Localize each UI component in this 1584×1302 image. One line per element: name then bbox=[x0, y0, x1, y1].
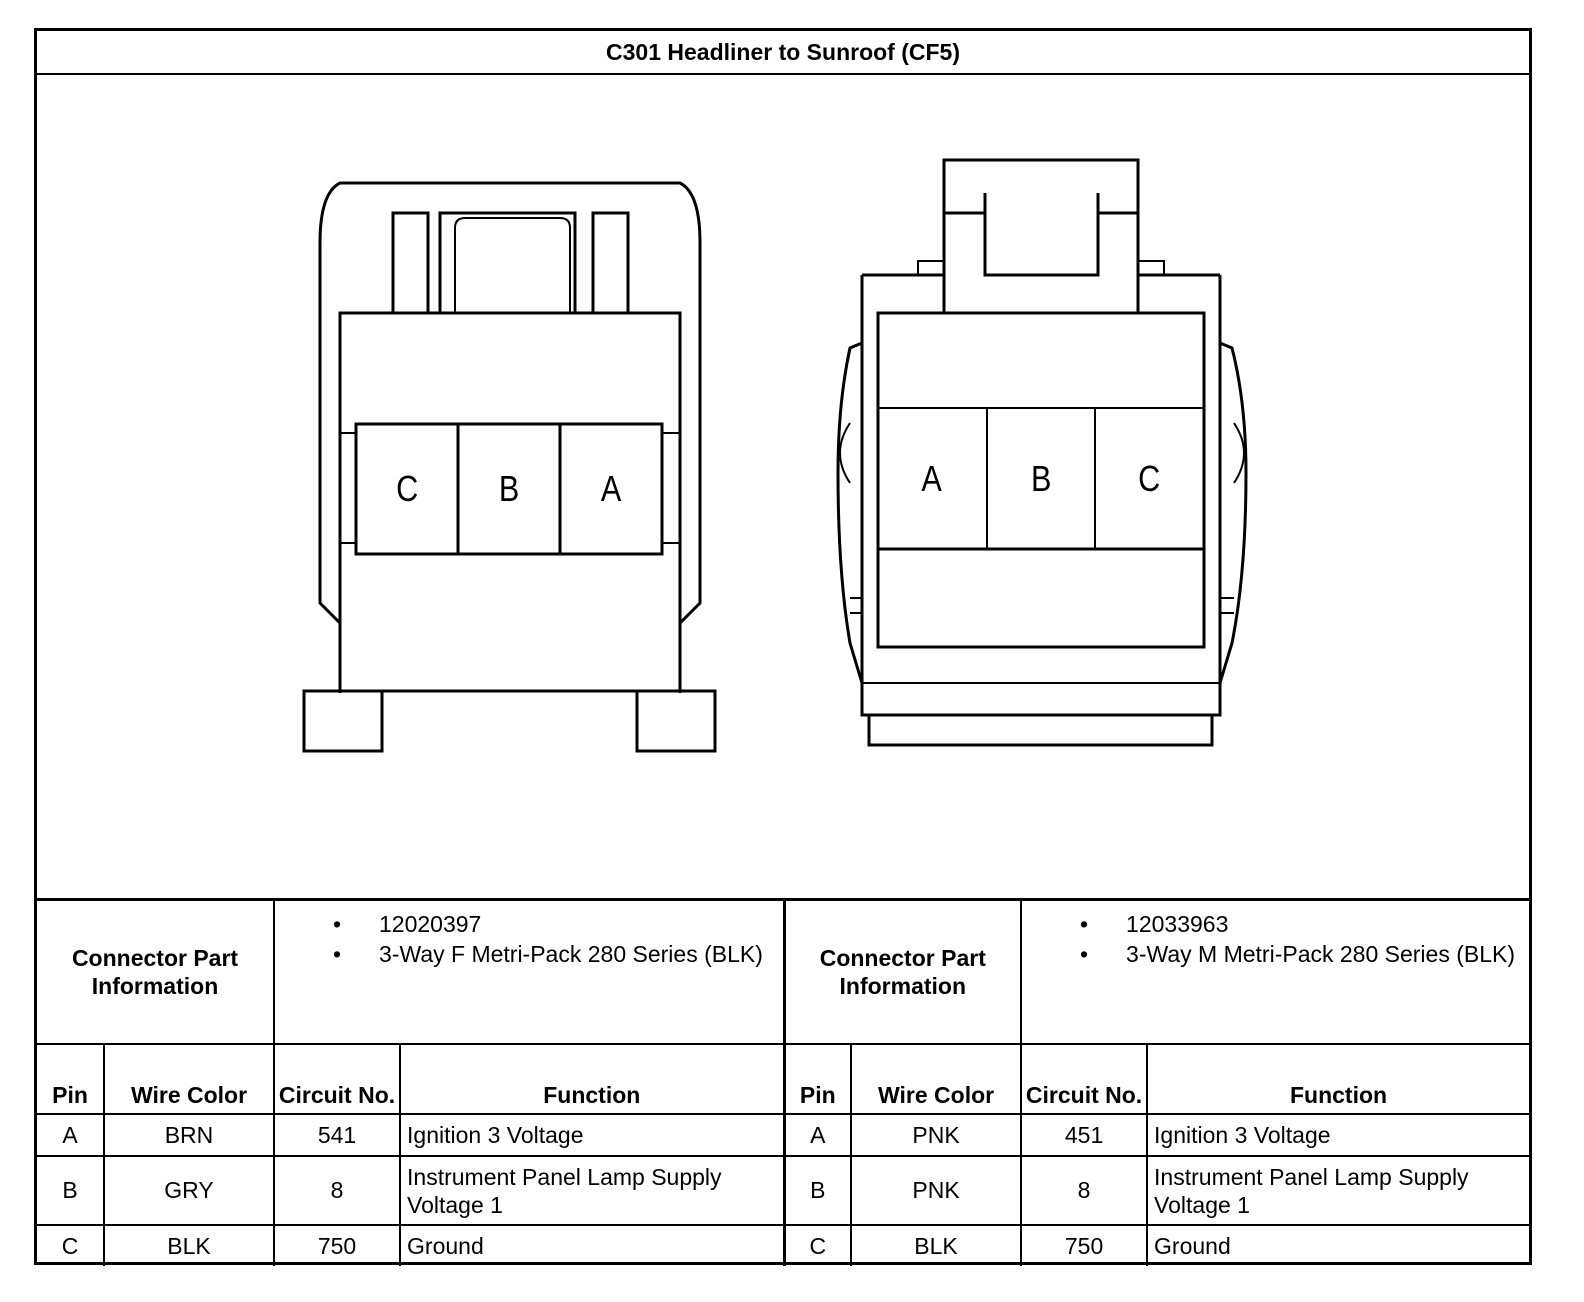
pinout-table: Connector Part Information 12020397 3-Wa… bbox=[37, 901, 1529, 1266]
pin-cell: C bbox=[783, 1224, 853, 1266]
function-header: Function bbox=[1146, 1043, 1529, 1115]
male-cavity-label: B bbox=[1031, 460, 1051, 500]
wire-color-cell: PNK bbox=[850, 1113, 1023, 1157]
function-cell: Instrument Panel Lamp Supply Voltage 1 bbox=[1146, 1155, 1529, 1226]
circuit-cell: 750 bbox=[273, 1224, 402, 1266]
cpi-item: 3-Way M Metri-Pack 280 Series (BLK) bbox=[1080, 939, 1529, 969]
pin-cell: C bbox=[37, 1224, 105, 1266]
function-cell: Ground bbox=[1146, 1224, 1529, 1266]
cpi-item: 12020397 bbox=[333, 909, 783, 939]
connector-sheet: C301 Headliner to Sunroof (CF5) bbox=[34, 28, 1532, 1266]
circuit-header: Circuit No. bbox=[1020, 1043, 1149, 1115]
function-cell: Ignition 3 Voltage bbox=[399, 1113, 786, 1157]
male-connector-drawing bbox=[836, 158, 1248, 747]
connector-drawings-svg: C B A bbox=[302, 158, 1248, 753]
female-cavity-labels: C B A bbox=[396, 470, 622, 510]
pin-header: Pin bbox=[783, 1043, 853, 1115]
wire-color-cell: PNK bbox=[850, 1155, 1023, 1226]
male-cavity-label: A bbox=[921, 460, 942, 500]
circuit-header: Circuit No. bbox=[273, 1043, 402, 1115]
cpi-item: 3-Way F Metri-Pack 280 Series (BLK) bbox=[333, 939, 783, 969]
pin-cell: A bbox=[783, 1113, 853, 1157]
connector-diagram: C B A bbox=[37, 75, 1529, 898]
male-cavity-labels: A B C bbox=[921, 460, 1160, 500]
cpi-details-left: 12020397 3-Way F Metri-Pack 280 Series (… bbox=[273, 901, 786, 1045]
cpi-label-left: Connector Part Information bbox=[37, 901, 276, 1045]
circuit-cell: 750 bbox=[1020, 1224, 1149, 1266]
table-row: C BLK 750 Ground C BLK 750 Ground bbox=[37, 1224, 1529, 1266]
table-row: B GRY 8 Instrument Panel Lamp Supply Vol… bbox=[37, 1155, 1529, 1226]
page-title: C301 Headliner to Sunroof (CF5) bbox=[37, 31, 1529, 75]
female-cavity-label: C bbox=[396, 470, 418, 510]
wire-color-cell: GRY bbox=[102, 1155, 276, 1226]
circuit-cell: 451 bbox=[1020, 1113, 1149, 1157]
female-connector-drawing bbox=[302, 181, 717, 753]
function-cell: Ignition 3 Voltage bbox=[1146, 1113, 1529, 1157]
table-header-row: Pin Wire Color Circuit No. Function Pin … bbox=[37, 1043, 1529, 1115]
circuit-cell: 8 bbox=[273, 1155, 402, 1226]
wire-color-cell: BLK bbox=[850, 1224, 1023, 1266]
male-cavity-label: C bbox=[1138, 460, 1160, 500]
pin-header: Pin bbox=[37, 1043, 105, 1115]
cpi-item: 12033963 bbox=[1080, 909, 1529, 939]
function-cell: Instrument Panel Lamp Supply Voltage 1 bbox=[399, 1155, 786, 1226]
function-header: Function bbox=[399, 1043, 786, 1115]
wire-color-header: Wire Color bbox=[850, 1043, 1023, 1115]
pin-cell: B bbox=[37, 1155, 105, 1226]
cpi-details-right: 12033963 3-Way M Metri-Pack 280 Series (… bbox=[1020, 901, 1529, 1045]
table-row: A BRN 541 Ignition 3 Voltage A PNK 451 I… bbox=[37, 1113, 1529, 1157]
wire-color-cell: BRN bbox=[102, 1113, 276, 1157]
wire-color-header: Wire Color bbox=[102, 1043, 276, 1115]
connector-part-info-row: Connector Part Information 12020397 3-Wa… bbox=[37, 901, 1529, 1045]
wire-color-cell: BLK bbox=[102, 1224, 276, 1266]
female-cavity-label: A bbox=[601, 470, 622, 510]
cpi-label-right: Connector Part Information bbox=[783, 901, 1023, 1045]
pin-cell: A bbox=[37, 1113, 105, 1157]
circuit-cell: 8 bbox=[1020, 1155, 1149, 1226]
function-cell: Ground bbox=[399, 1224, 786, 1266]
pin-cell: B bbox=[783, 1155, 853, 1226]
circuit-cell: 541 bbox=[273, 1113, 402, 1157]
pinout-table-area: Connector Part Information 12020397 3-Wa… bbox=[37, 898, 1529, 1266]
female-cavity-label: B bbox=[499, 470, 519, 510]
